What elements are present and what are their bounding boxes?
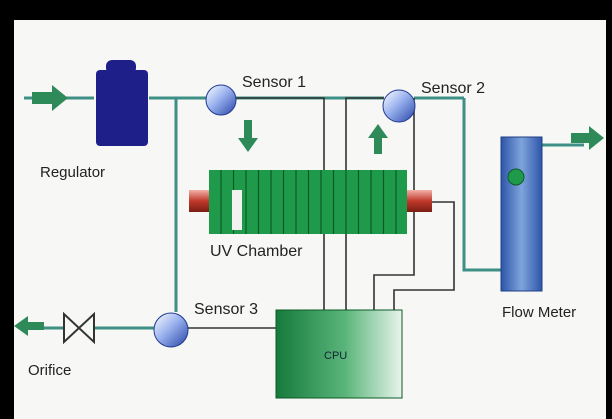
label-regulator: Regulator bbox=[40, 164, 106, 181]
wire-sensor1-cpu bbox=[236, 97, 325, 310]
label-cpu: CPU bbox=[324, 350, 348, 362]
sensor3-icon bbox=[153, 312, 189, 348]
pipe-to-flowmeter bbox=[462, 98, 501, 272]
cpu-box bbox=[275, 309, 403, 399]
sensor1-icon bbox=[205, 84, 237, 116]
uv-chamber-window bbox=[232, 190, 242, 230]
orifice-arrow-icon bbox=[14, 316, 44, 336]
label-sensor3: Sensor 3 bbox=[194, 301, 259, 318]
uv-chamber bbox=[189, 170, 432, 234]
regulator bbox=[96, 60, 148, 146]
diagram-canvas: Sensor 1 Sensor 2 Sensor 3 Regulator UV … bbox=[14, 20, 606, 419]
flow-meter-indicator-icon bbox=[507, 168, 525, 186]
wire-sensor2-cpu bbox=[345, 97, 384, 310]
label-uv-chamber: UV Chamber bbox=[210, 243, 303, 260]
sensor2-icon bbox=[382, 89, 416, 123]
orifice-valve-icon bbox=[63, 311, 95, 345]
label-sensor1: Sensor 1 bbox=[242, 74, 307, 91]
inlet-arrow-icon bbox=[32, 85, 68, 111]
flow-down-arrow-icon bbox=[238, 120, 258, 152]
wire-lamp-cpu bbox=[393, 201, 455, 310]
label-orifice: Orifice bbox=[28, 362, 72, 379]
uv-lamp-right bbox=[407, 190, 432, 212]
flow-meter bbox=[500, 136, 543, 292]
flow-up-arrow-icon bbox=[368, 124, 388, 154]
label-flow-meter: Flow Meter bbox=[502, 304, 577, 321]
label-sensor2: Sensor 2 bbox=[421, 80, 486, 97]
diagram-svg bbox=[14, 60, 604, 399]
uv-lamp-left bbox=[189, 190, 211, 212]
wire-chamber-cpu bbox=[373, 170, 415, 310]
wires bbox=[186, 97, 455, 329]
outlet-arrow-icon bbox=[571, 126, 604, 150]
